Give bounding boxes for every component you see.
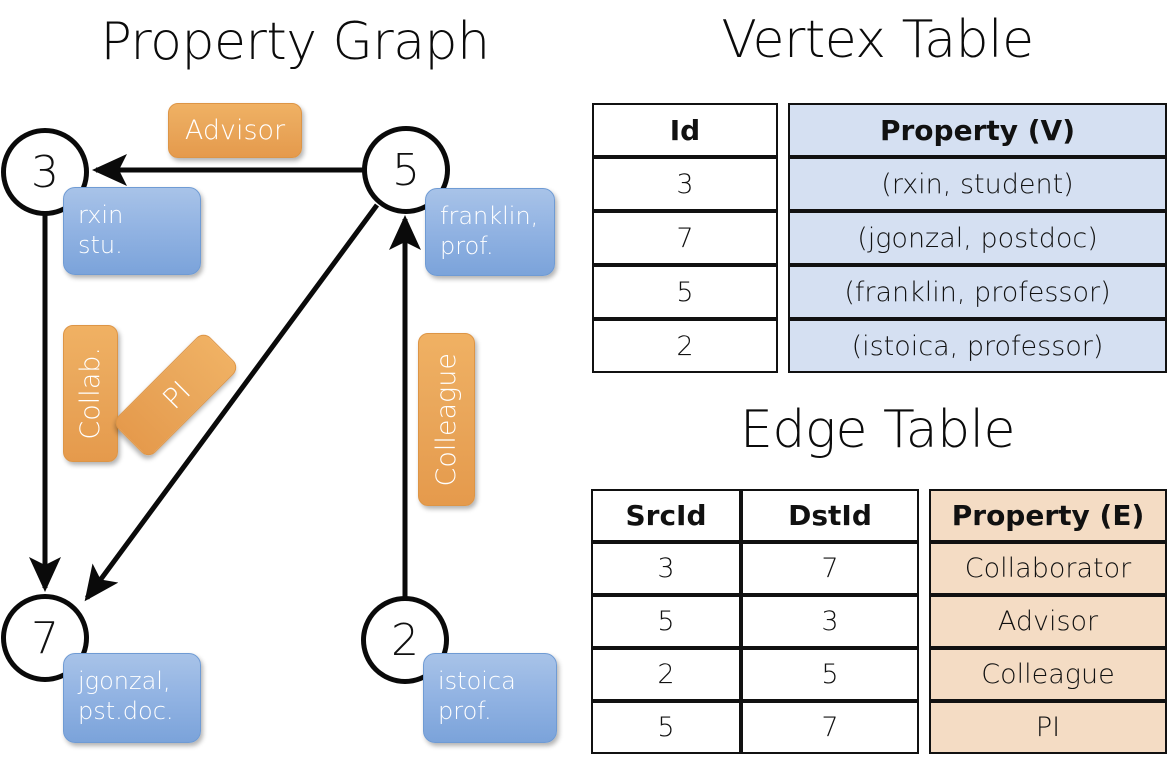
graph-node-2[interactable]: 2	[361, 596, 449, 684]
graph-node-3-label: 3	[31, 146, 59, 198]
edge-row-0-src: 3	[591, 542, 741, 595]
table-row[interactable]: 3 (rxin, student)	[592, 157, 1167, 211]
vertex-row-1-id: 7	[592, 211, 778, 265]
edge-row-2-property: Colleague	[929, 648, 1167, 701]
edge-row-2-dst: 5	[741, 648, 919, 701]
vertex-table-header-row: Id Property (V)	[592, 103, 1167, 157]
vertex-table-header-id: Id	[592, 103, 778, 157]
edge-row-1-dst: 3	[741, 595, 919, 648]
table-row[interactable]: 3 7 Collaborator	[591, 542, 1167, 595]
vertex-property-istoica-line2: prof.	[438, 697, 492, 725]
property-graph-diagram: 3 5 7 2 rxin stu. franklin, prof. jgonza…	[1, 103, 557, 743]
table-row[interactable]: 2 (istoica, professor)	[592, 319, 1167, 373]
vertex-property-box-rxin[interactable]: rxin stu.	[63, 187, 201, 275]
edge-label-colleague-text: Colleague	[431, 352, 462, 487]
edge-label-box-advisor[interactable]: Advisor	[168, 103, 302, 158]
vertex-property-franklin-line1: franklin,	[440, 202, 539, 230]
graph-edge-arrows	[29, 154, 421, 602]
table-row[interactable]: 2 5 Colleague	[591, 648, 1167, 701]
vertex-property-istoica-line1: istoica	[438, 667, 516, 695]
vertex-row-0-id: 3	[592, 157, 778, 211]
table-row[interactable]: 5 3 Advisor	[591, 595, 1167, 648]
vertex-row-3-property: (istoica, professor)	[788, 319, 1167, 373]
column-gap	[778, 157, 788, 211]
column-gap	[919, 542, 929, 595]
edge-label-collab-text: Collab.	[75, 347, 106, 440]
vertex-property-rxin-line2: stu.	[78, 231, 123, 259]
vertex-row-1-property: (jgonzal, postdoc)	[788, 211, 1167, 265]
edge-label-advisor-text: Advisor	[184, 115, 286, 146]
column-gap	[778, 103, 788, 157]
page-title-vertex-table: Vertex Table	[721, 10, 1034, 70]
edge-label-box-colleague[interactable]: Colleague	[418, 333, 475, 506]
edge-row-1-property: Advisor	[929, 595, 1167, 648]
edge-row-3-property: PI	[929, 701, 1167, 754]
table-row[interactable]: 7 (jgonzal, postdoc)	[592, 211, 1167, 265]
vertex-row-3-id: 2	[592, 319, 778, 373]
vertex-property-box-istoica[interactable]: istoica prof.	[423, 653, 557, 743]
edge-row-1-src: 5	[591, 595, 741, 648]
graph-node-5-label: 5	[392, 144, 420, 196]
edge-table-header-property: Property (E)	[929, 489, 1167, 542]
page-title-property-graph: Property Graph	[100, 12, 490, 72]
vertex-row-2-property: (franklin, professor)	[788, 265, 1167, 319]
vertex-property-box-jgonzal[interactable]: jgonzal, pst.doc.	[63, 653, 201, 743]
edge-table-header-srcid: SrcId	[591, 489, 741, 542]
vertex-row-0-property: (rxin, student)	[788, 157, 1167, 211]
vertex-property-rxin-line1: rxin	[78, 201, 124, 229]
edge-label-pi-text: PI	[155, 374, 197, 416]
edge-table: SrcId DstId Property (E) 3 7 Collaborato…	[591, 489, 1167, 754]
vertex-table-header-property: Property (V)	[788, 103, 1167, 157]
graph-node-7-label: 7	[31, 612, 59, 664]
vertex-property-jgonzal-line1: jgonzal,	[78, 667, 171, 695]
column-gap	[919, 701, 929, 754]
column-gap	[778, 265, 788, 319]
vertex-table: Id Property (V) 3 (rxin, student) 7 (jgo…	[592, 103, 1167, 373]
edge-arrow-pi	[84, 203, 380, 602]
table-row[interactable]: 5 7 PI	[591, 701, 1167, 754]
edge-row-0-dst: 7	[741, 542, 919, 595]
column-gap	[919, 648, 929, 701]
vertex-row-2-id: 5	[592, 265, 778, 319]
edge-table-header-dstid: DstId	[741, 489, 919, 542]
edge-table-header-row: SrcId DstId Property (E)	[591, 489, 1167, 542]
column-gap	[778, 211, 788, 265]
page-title-edge-table: Edge Table	[739, 400, 1016, 460]
graph-node-5[interactable]: 5	[362, 126, 450, 214]
vertex-property-box-franklin[interactable]: franklin, prof.	[425, 188, 555, 276]
vertex-property-jgonzal-line2: pst.doc.	[78, 697, 174, 725]
edge-row-2-src: 2	[591, 648, 741, 701]
edge-row-3-dst: 7	[741, 701, 919, 754]
column-gap	[919, 489, 929, 542]
edge-row-0-property: Collaborator	[929, 542, 1167, 595]
edge-label-box-collab[interactable]: Collab.	[63, 325, 118, 462]
vertex-property-franklin-line2: prof.	[440, 232, 494, 260]
edge-row-3-src: 5	[591, 701, 741, 754]
table-row[interactable]: 5 (franklin, professor)	[592, 265, 1167, 319]
column-gap	[919, 595, 929, 648]
column-gap	[778, 319, 788, 373]
graph-node-2-label: 2	[391, 614, 419, 666]
